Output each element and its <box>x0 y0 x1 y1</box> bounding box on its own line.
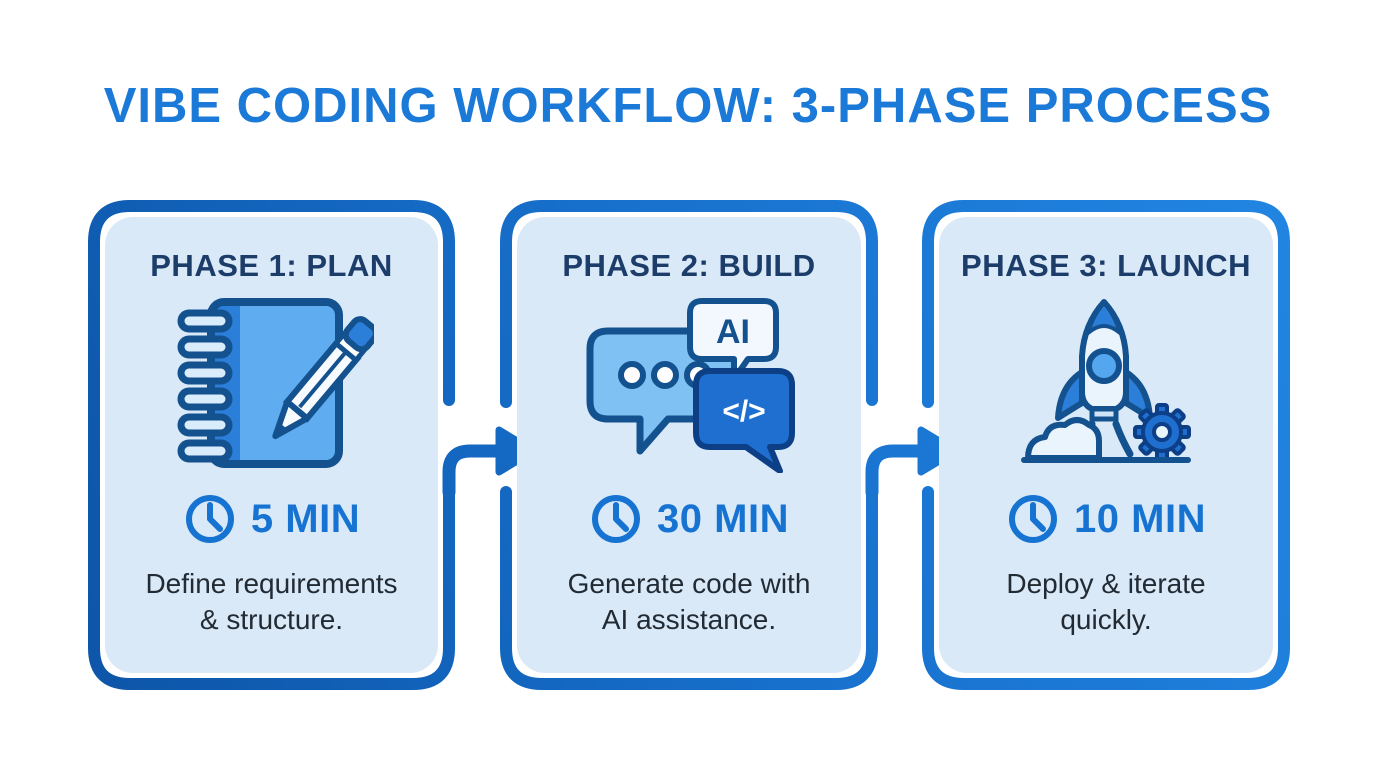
arrow-right-icon-2 <box>865 426 960 499</box>
cloud <box>1024 417 1102 461</box>
gear <box>1132 403 1191 461</box>
phase-card-build: PHASE 2: BUILD AI <box>500 200 878 690</box>
page-title: VIBE CODING WORKFLOW: 3-PHASE PROCESS <box>103 79 1273 133</box>
duration-label: 5 MIN <box>250 496 361 541</box>
phase-1-heading: PHASE 1: PLAN <box>150 248 393 283</box>
spiral-rings <box>177 309 233 463</box>
card-background <box>939 217 1273 673</box>
duration-label: 30 MIN <box>657 496 789 541</box>
phase-2-description: Generate code with AI assistance. <box>567 568 811 635</box>
arrow-right-icon-1 <box>442 426 538 499</box>
clock-icon <box>185 495 234 543</box>
ai-chat-code-icon: AI </> <box>582 294 796 474</box>
rocket <box>1054 299 1153 458</box>
duration-label: 10 MIN <box>1074 496 1206 541</box>
ai-bubble-label: AI <box>716 313 750 351</box>
duration-row: 10 MIN <box>1006 492 1206 546</box>
code-bubble: </> <box>693 368 795 473</box>
card-2-border-upper <box>500 200 878 408</box>
phase-card-plan: PHASE 1: PLAN <box>88 200 455 690</box>
card-1-border <box>88 200 455 690</box>
card-2-border-lower <box>500 464 878 690</box>
duration-row: 30 MIN <box>589 492 789 546</box>
phase-1-description: Define requirements & structure. <box>145 568 398 635</box>
clock-icon <box>592 495 641 543</box>
phase-3-description: Deploy & iterate quickly. <box>1006 568 1206 635</box>
phase-3-heading: PHASE 3: LAUNCH <box>961 248 1251 283</box>
code-bubble-label: </> <box>722 395 765 428</box>
pencil <box>272 316 374 440</box>
card-background <box>517 217 861 673</box>
duration-row: 5 MIN <box>183 492 360 546</box>
card-3-border <box>922 200 1290 690</box>
clock-icon <box>1009 495 1058 543</box>
notebook-pencil-icon <box>169 294 374 474</box>
rocket-gear-icon <box>1004 294 1209 474</box>
phase-card-launch: PHASE 3: LAUNCH <box>922 200 1290 690</box>
phase-2-heading: PHASE 2: BUILD <box>562 248 816 283</box>
